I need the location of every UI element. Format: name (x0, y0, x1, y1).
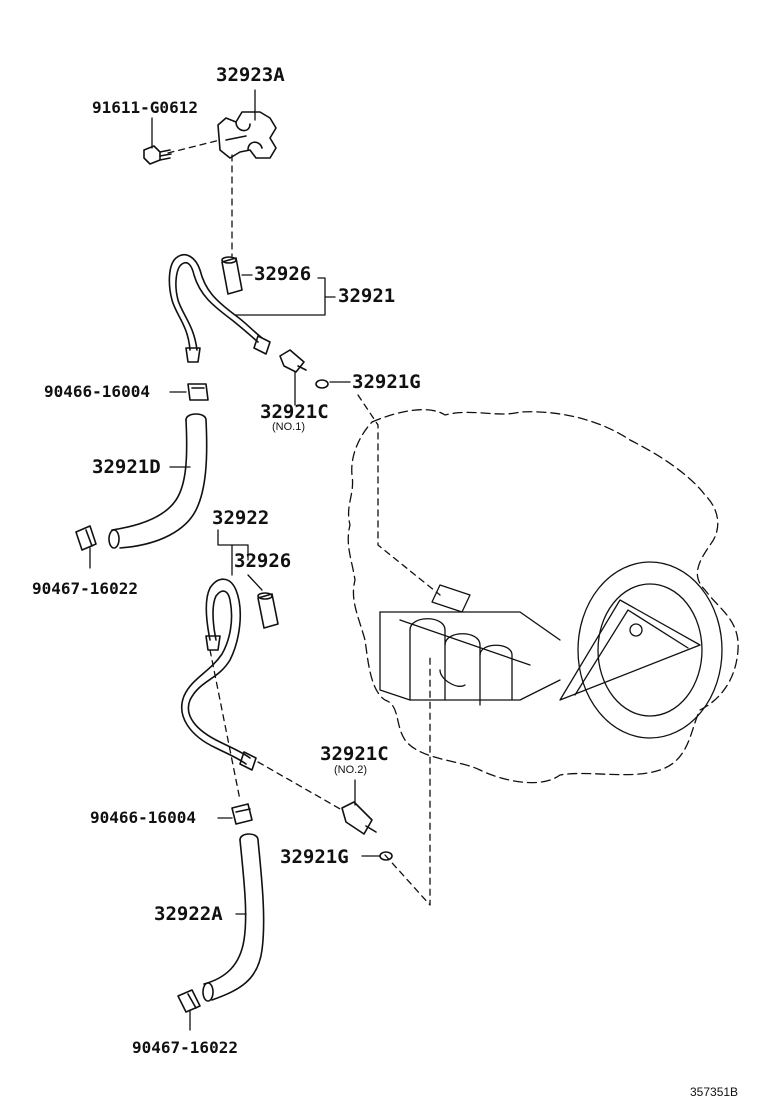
hose-32921d-drawing (108, 413, 208, 549)
label-32926-lower: 32926 (234, 550, 292, 572)
cooler-tube-32922-drawing (181, 578, 257, 771)
label-32921d: 32921D (92, 456, 161, 478)
leader-lines (89, 89, 381, 1031)
union-32921c-no2-drawing (341, 801, 377, 835)
label-32921c-no2-note: (NO.2) (334, 764, 367, 776)
label-32923a: 32923A (216, 64, 285, 86)
label-32922: 32922 (212, 507, 270, 529)
label-90467-16022-upper: 90467-16022 (32, 579, 138, 598)
bracket-32923a-drawing (217, 111, 277, 159)
label-32921g-lower: 32921G (280, 846, 349, 868)
label-90466-16004-lower: 90466-16004 (90, 808, 196, 827)
gasket-32921g-lower-drawing (379, 851, 393, 861)
bolt-91611-g0612-drawing (143, 145, 172, 165)
label-32921c-no1: 32921C (260, 401, 329, 423)
union-32921c-no1-drawing (279, 349, 307, 373)
label-32921: 32921 (338, 285, 396, 307)
label-32921g-upper: 32921G (352, 371, 421, 393)
label-32922a: 32922A (154, 903, 223, 925)
cooler-tube-32921-drawing (168, 254, 271, 363)
label-32926-upper: 32926 (254, 263, 312, 285)
label-32921c-no1-note: (NO.1) (272, 421, 305, 433)
figure-reference-number: 357351B (690, 1085, 739, 1099)
label-32921c-no2: 32921C (320, 743, 389, 765)
grommet-32926-lower-drawing (257, 592, 279, 629)
label-90466-16004-upper: 90466-16004 (44, 382, 150, 401)
label-91611-g0612: 91611-G0612 (92, 98, 198, 117)
grommet-32926-upper-drawing (221, 256, 243, 295)
dashed-connection-lines (167, 139, 441, 906)
clip-90467-lower-drawing (177, 989, 201, 1013)
label-90467-16022-lower: 90467-16022 (132, 1038, 238, 1057)
clip-90466-upper-drawing (187, 383, 209, 401)
transmission-housing-drawing (347, 409, 739, 784)
clip-90467-upper-drawing (75, 525, 97, 551)
gasket-32921g-upper-drawing (315, 379, 329, 389)
hose-32922a-drawing (202, 833, 265, 1002)
clip-90466-lower-drawing (231, 803, 253, 825)
